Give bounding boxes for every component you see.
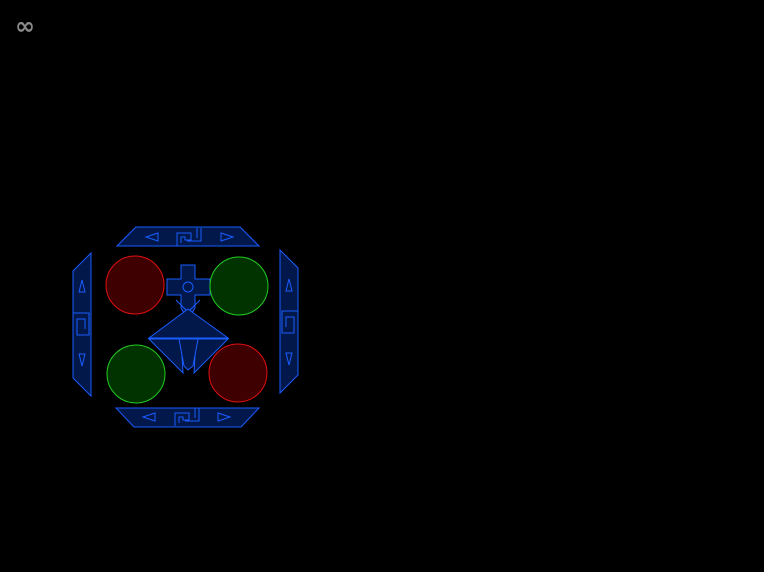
bottom-right-red-button[interactable] — [208, 343, 268, 403]
top-ornament-bar — [115, 226, 261, 247]
left-ornament-bar — [72, 251, 92, 398]
right-ornament-bar — [279, 248, 299, 395]
bottom-ornament-bar — [114, 407, 261, 428]
bottom-left-green-button[interactable] — [106, 344, 166, 404]
center-ship-emblem — [147, 264, 230, 375]
top-left-red-button[interactable] — [105, 255, 165, 315]
top-right-green-button[interactable] — [209, 256, 269, 316]
lives-infinity-indicator: ∞ — [15, 12, 35, 40]
